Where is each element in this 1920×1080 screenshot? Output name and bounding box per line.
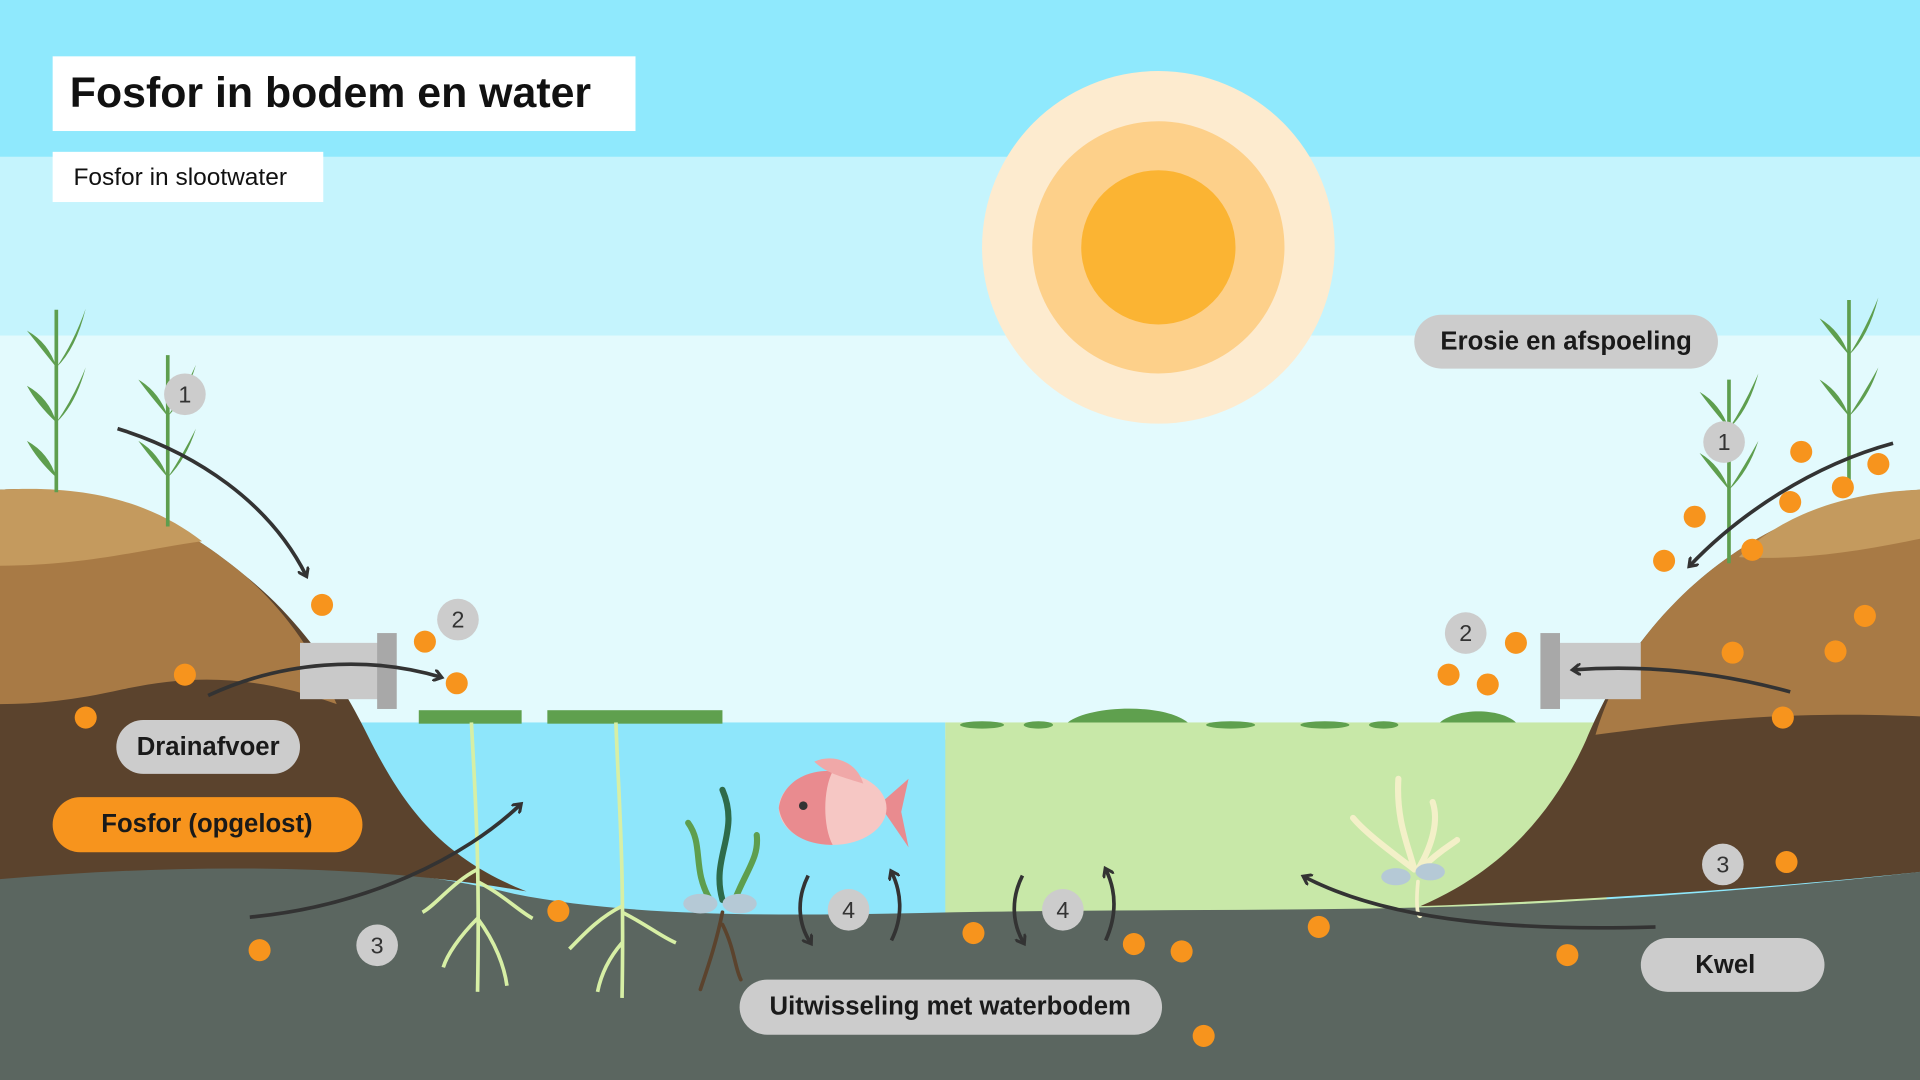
label-text: Drainafvoer <box>137 733 280 761</box>
step-badge-2-left: 2 <box>437 598 479 641</box>
left-drain-pipe <box>300 633 397 709</box>
badge-number: 1 <box>178 381 191 407</box>
label-text: Kwel <box>1695 951 1755 979</box>
underwater-plant-roots-icon <box>421 722 677 998</box>
badge-number: 1 <box>1718 429 1731 455</box>
step-badge-4-right: 4 <box>1042 888 1084 931</box>
subtitle-box: Fosfor in slootwater <box>52 151 324 203</box>
legend-dissolved-phosphorus: Fosfor (opgelost) <box>52 797 363 853</box>
leaf-icon <box>26 297 1879 490</box>
right-drain-pipe <box>1540 633 1641 709</box>
flow-arrows <box>117 426 1894 943</box>
pale-plant-icon <box>1350 775 1461 918</box>
badge-number: 3 <box>1716 851 1729 877</box>
badge-number: 3 <box>371 932 384 958</box>
label-text: Fosfor (opgelost) <box>101 810 312 838</box>
subtitle: Fosfor in slootwater <box>73 164 287 191</box>
badge-number: 4 <box>842 897 855 923</box>
step-badge-4-left: 4 <box>827 888 870 931</box>
left-field-soil <box>0 488 527 892</box>
phosphorus-particles <box>74 440 1890 1047</box>
label-text: Uitwisseling met waterbodem <box>770 993 1131 1021</box>
sun-icon <box>982 71 1335 424</box>
step-badge-1-right: 1 <box>1703 421 1745 463</box>
label-text: Erosie en afspoeling <box>1440 328 1691 356</box>
label-seepage: Kwel <box>1640 937 1825 992</box>
fish-icon <box>778 758 909 848</box>
crop-plant-icon <box>54 300 1851 564</box>
step-badge-2-right: 2 <box>1444 612 1487 654</box>
badge-number: 2 <box>451 607 464 633</box>
badge-number: 4 <box>1056 897 1069 923</box>
badge-number: 2 <box>1459 620 1472 646</box>
title-box: Fosfor in bodem en water <box>52 56 636 132</box>
label-exchange: Uitwisseling met waterbodem <box>739 979 1163 1035</box>
step-badge-3-left: 3 <box>356 924 398 967</box>
step-badge-1-left: 1 <box>164 373 206 416</box>
label-drainage: Drainafvoer <box>116 720 300 774</box>
page-title: Fosfor in bodem en water <box>70 69 592 117</box>
right-field-soil <box>1420 489 1920 907</box>
step-badge-3-right: 3 <box>1702 843 1744 886</box>
duckweed-icon <box>418 708 1516 729</box>
seaweed-icon <box>685 786 761 992</box>
label-erosion: Erosie en afspoeling <box>1414 314 1718 369</box>
pebbles-icon <box>683 863 1445 914</box>
